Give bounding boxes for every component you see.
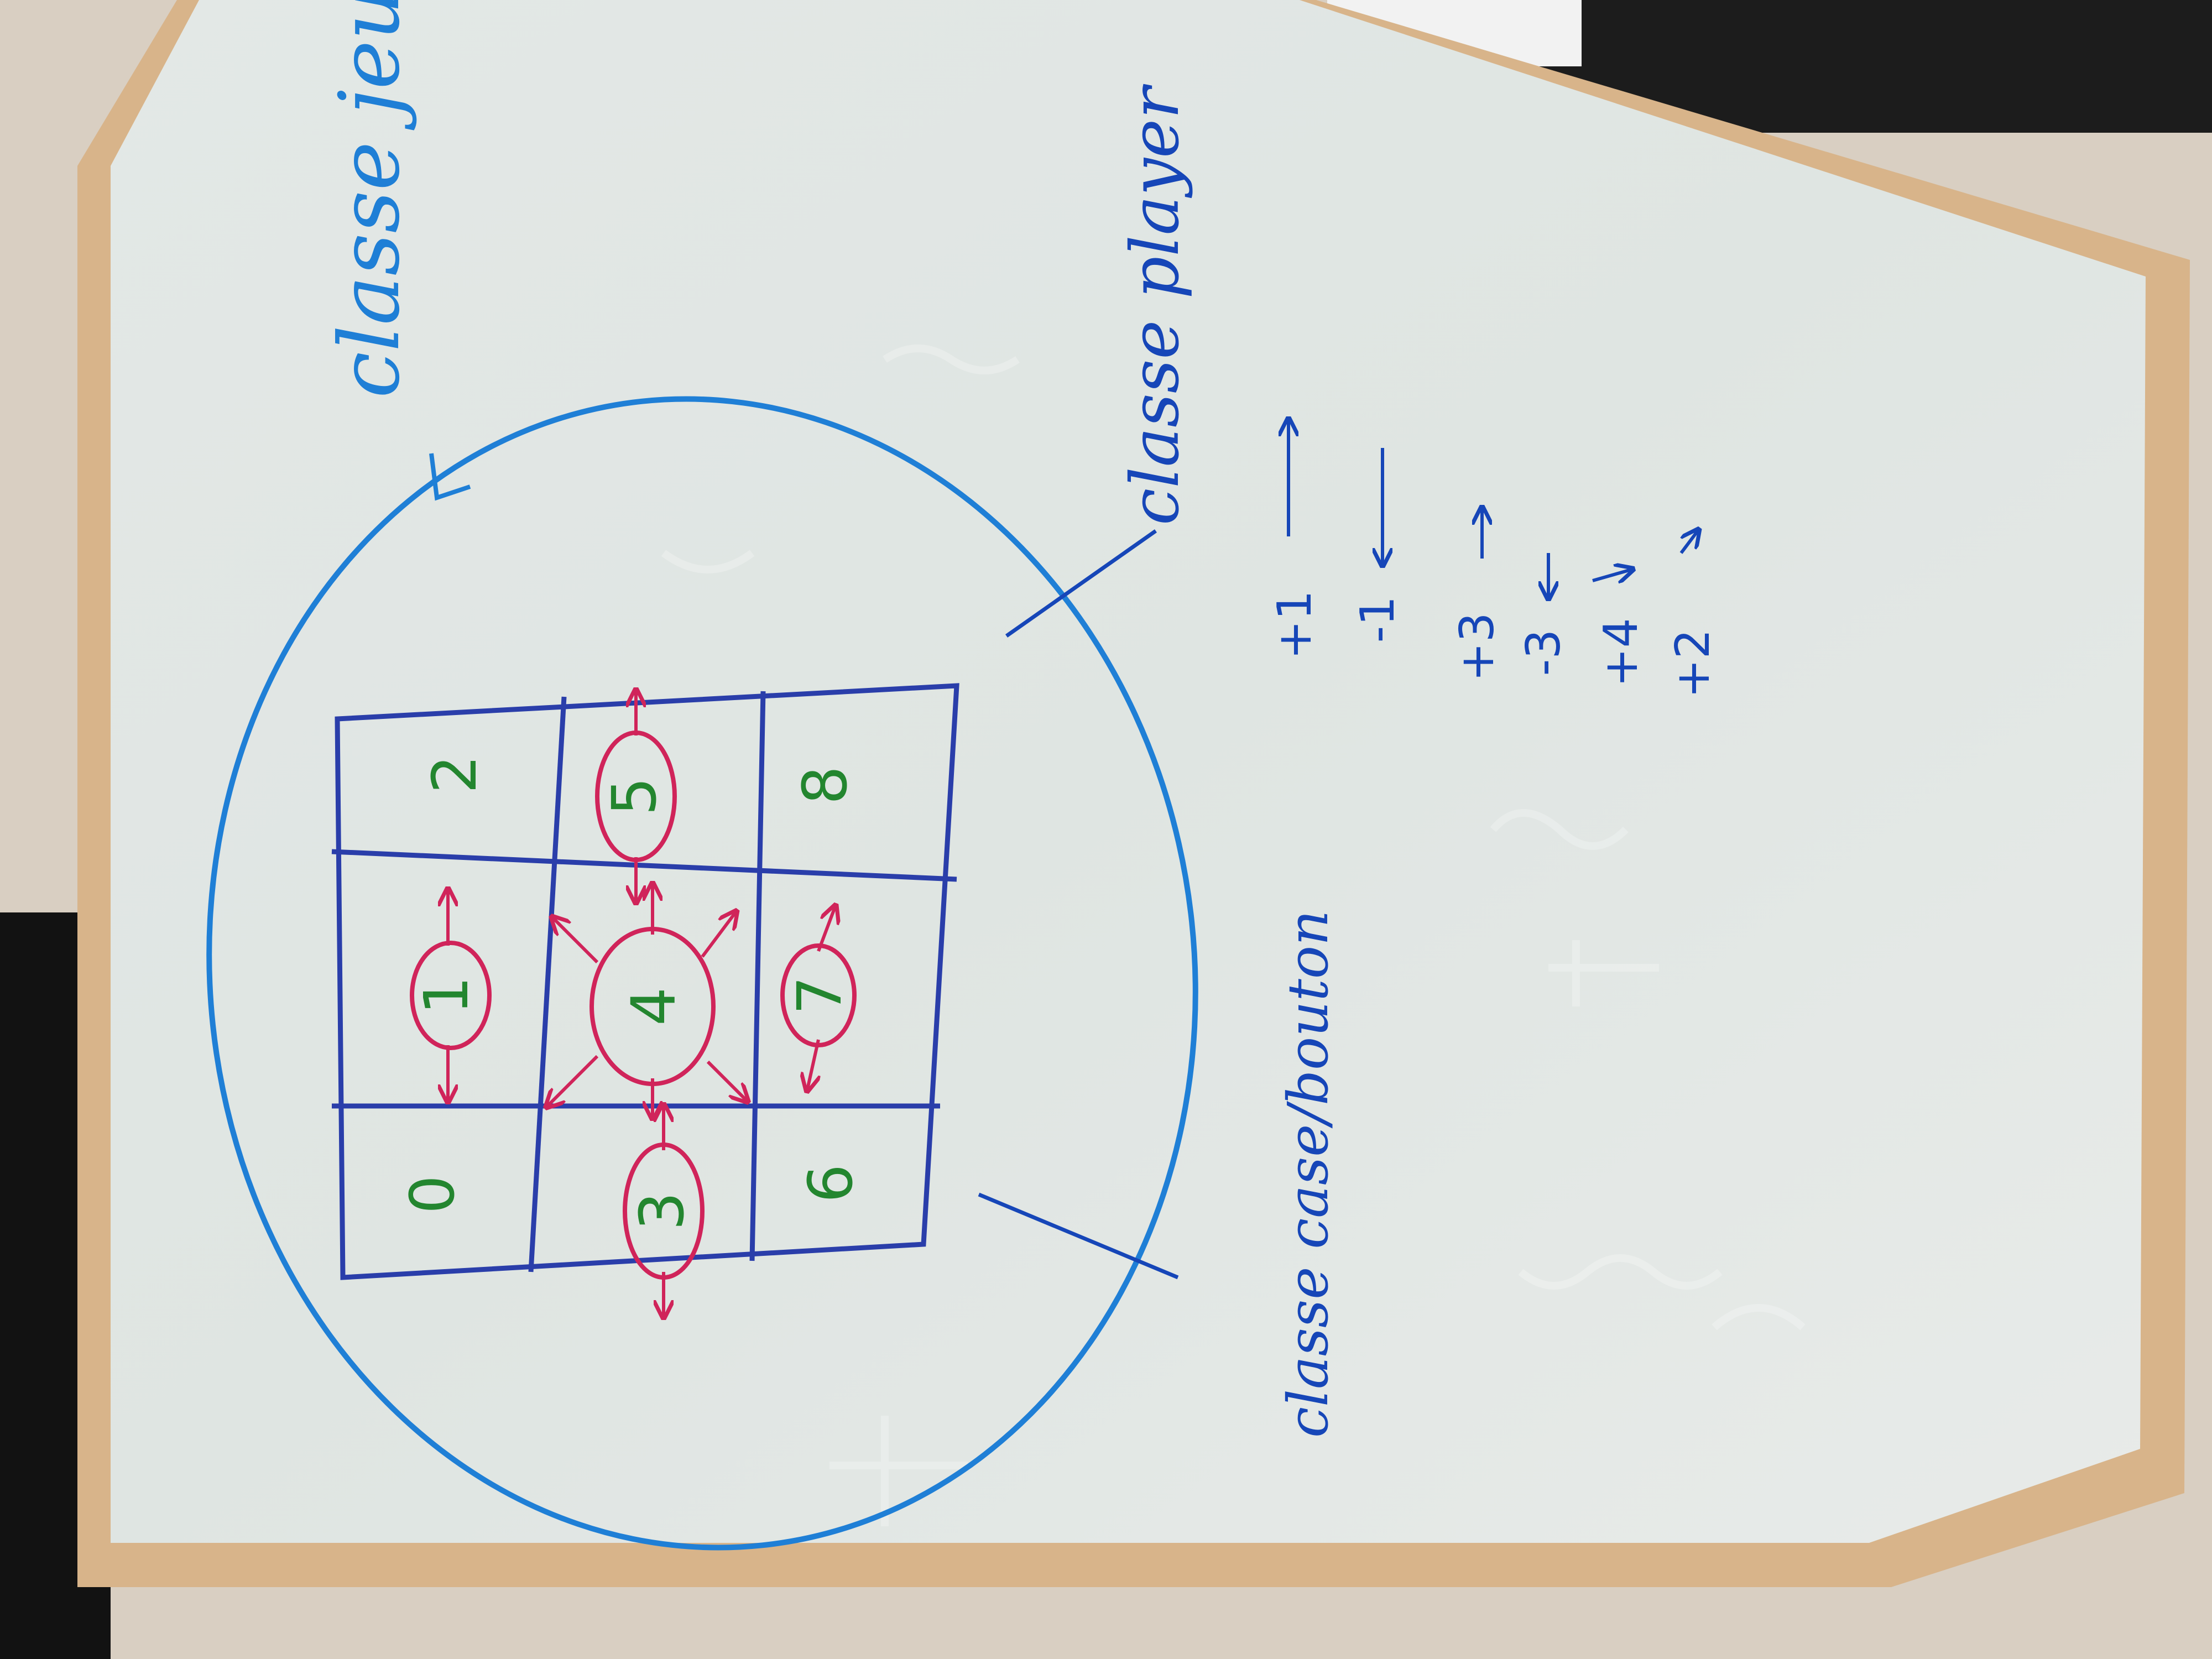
move-minus-3: -3 [1516,629,1571,676]
board-surface [111,0,2146,1543]
cell-3: 3 [627,1192,697,1230]
cell-0: 0 [397,1175,468,1214]
move-plus-4: +4 [1594,618,1648,687]
cell-4: 4 [618,987,689,1026]
move-list-arrows [1288,420,1698,597]
move-plus-1: +1 [1267,590,1322,659]
label-classe-player: classe player [1117,84,1194,525]
cell-6: 6 [795,1164,866,1203]
cell-2: 2 [419,755,490,794]
pointer-lines [978,529,1179,1280]
cell-8: 8 [790,766,860,805]
move-arrows [448,691,835,1316]
cell-5: 5 [599,777,670,816]
label-classe-case-bouton: classe case/bouton [1276,910,1340,1438]
label-classe-jeu: classe jeu [322,0,418,398]
jeu-circle [206,396,1198,1551]
erased-marks [661,345,1806,1526]
grid-3x3 [331,683,959,1280]
move-minus-1: -1 [1350,596,1405,643]
cell-7: 7 [784,976,855,1015]
move-plus-2: +2 [1666,629,1720,698]
pointer-arrow-jeu [429,453,471,501]
move-plus-3: +3 [1450,612,1505,681]
cell-1: 1 [411,976,482,1015]
